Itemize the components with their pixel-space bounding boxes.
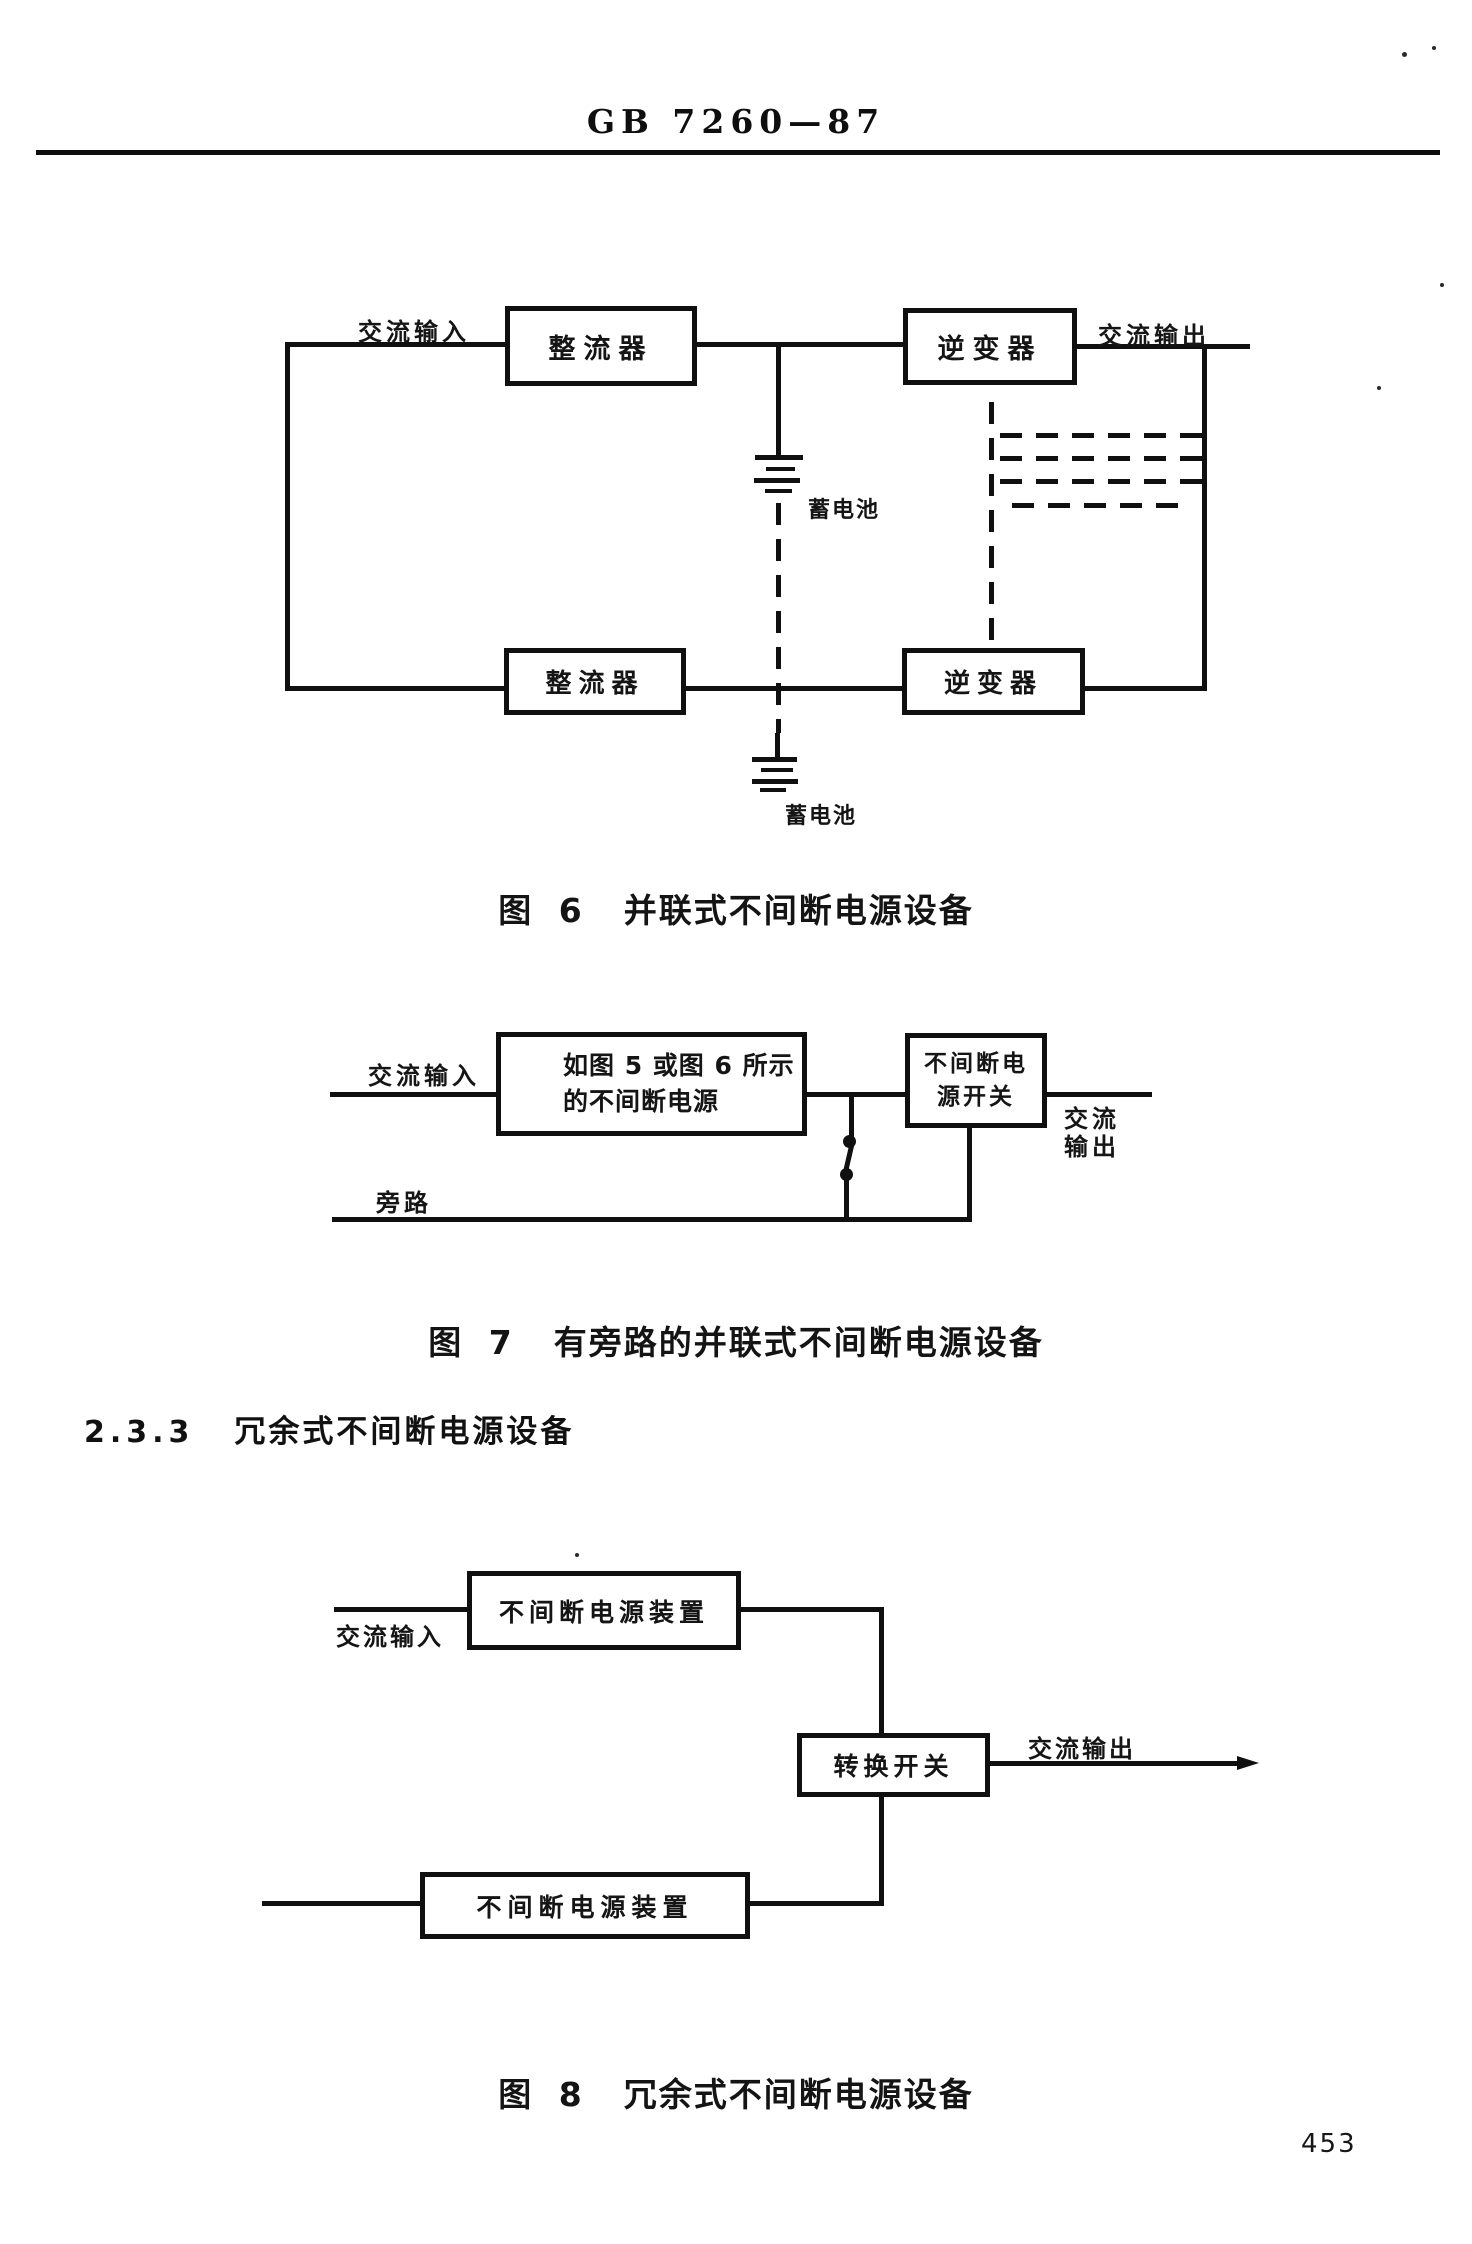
header-rule: [36, 150, 1440, 155]
wire: [776, 347, 781, 455]
ac-input-label: 交流输入: [358, 318, 470, 346]
ac-input-label: 交流输入: [336, 1623, 444, 1651]
wire: [285, 686, 504, 691]
ups-source-label-line2: 的不间断电源: [563, 1087, 720, 1116]
wire: [697, 342, 903, 347]
page-title: GB 7260—87: [586, 102, 886, 141]
wire: [775, 733, 780, 757]
arrowhead-icon: [1237, 1756, 1259, 1770]
wire: [741, 1607, 884, 1612]
wire: [967, 1128, 972, 1222]
inverter-bottom-box: 逆变器: [902, 648, 1085, 715]
transfer-switch-box: 转换开关: [797, 1733, 990, 1797]
ups-switch-box: 不间断电 源开关: [905, 1033, 1047, 1128]
scan-artifact-dot: [575, 1553, 579, 1557]
ups-switch-label-line2: 源开关: [937, 1083, 1015, 1110]
scan-artifact-dot: [1402, 52, 1407, 57]
wire: [844, 1178, 849, 1222]
dashed-wire: [1000, 479, 1206, 484]
wire: [879, 1607, 884, 1733]
ac-output-label-line1: 交流: [1064, 1105, 1120, 1133]
ac-input-label: 交流输入: [368, 1062, 480, 1090]
wire: [1202, 346, 1207, 689]
wire: [262, 1901, 420, 1906]
wire: [686, 686, 902, 691]
battery-icon: [754, 478, 800, 483]
rectifier-top-label: 整流器: [548, 333, 654, 365]
rectifier-bottom-label: 整流器: [545, 669, 645, 699]
figure6-caption: 图 6 并联式不间断电源设备: [0, 884, 1472, 932]
ups-source-label-line1: 如图 5 或图 6 所示: [563, 1051, 795, 1080]
dashed-wire: [989, 402, 994, 642]
wire: [879, 1797, 884, 1905]
section-number: 2.3.3: [84, 1415, 195, 1450]
wire: [849, 1095, 854, 1138]
ups-unit-top-box: 不间断电源装置: [467, 1571, 741, 1650]
figure7-caption-text: 有旁路的并联式不间断电源设备: [553, 1323, 1044, 1362]
battery-icon: [766, 467, 795, 471]
ups-switch-label-line1: 不间断电: [924, 1050, 1028, 1077]
inverter-bottom-label: 逆变器: [943, 669, 1043, 699]
wire: [1085, 686, 1207, 691]
wire: [750, 1901, 884, 1906]
battery-icon: [760, 788, 786, 792]
wire: [807, 1092, 905, 1097]
wire: [990, 1761, 1240, 1766]
figure6-caption-number: 图 6: [498, 891, 590, 930]
switch-contact-dot: [840, 1168, 853, 1181]
rectifier-top-box: 整流器: [505, 306, 697, 386]
wire: [330, 1092, 496, 1097]
figure8-caption-text: 冗余式不间断电源设备: [623, 2075, 974, 2114]
page-number: 453: [1301, 2129, 1357, 2159]
inverter-top-label: 逆变器: [937, 334, 1043, 365]
rectifier-bottom-box: 整流器: [504, 648, 686, 715]
wire: [334, 1607, 467, 1612]
transfer-switch-label: 转换开关: [833, 1752, 954, 1781]
scan-artifact-dot: [1432, 46, 1436, 50]
section-title: 冗余式不间断电源设备: [234, 1414, 575, 1450]
inverter-top-box: 逆变器: [903, 308, 1077, 385]
dashed-wire: [776, 503, 781, 733]
battery-top-label: 蓄电池: [808, 498, 881, 523]
figure7-caption-number: 图 7: [428, 1323, 520, 1362]
bypass-label: 旁路: [376, 1189, 432, 1217]
dashed-wire: [1012, 503, 1192, 508]
battery-icon: [761, 768, 793, 772]
bypass-wire: [332, 1217, 972, 1222]
wire: [1047, 1092, 1152, 1097]
ups-unit-bottom-box: 不间断电源装置: [420, 1872, 750, 1939]
scan-artifact-dot: [1377, 386, 1381, 390]
figure8-caption-number: 图 8: [498, 2075, 590, 2114]
switch-contact-dot: [843, 1135, 856, 1148]
battery-icon: [765, 489, 792, 493]
figure8-caption: 图 8 冗余式不间断电源设备: [0, 2068, 1472, 2116]
ac-output-label: 交流输出: [1098, 322, 1210, 350]
battery-icon: [755, 455, 803, 460]
battery-icon: [752, 779, 798, 784]
figure7-caption: 图 7 有旁路的并联式不间断电源设备: [0, 1316, 1472, 1364]
battery-icon: [752, 757, 797, 762]
scan-artifact-dot: [1440, 283, 1444, 287]
wire: [285, 342, 290, 691]
battery-bottom-label: 蓄电池: [785, 804, 858, 829]
figure6-caption-text: 并联式不间断电源设备: [623, 891, 974, 930]
wire: [285, 342, 505, 347]
wire: [1077, 344, 1250, 349]
ac-output-label-line2: 输出: [1064, 1133, 1120, 1161]
dashed-wire: [1000, 456, 1206, 461]
ac-output-label: 交流输出: [1028, 1735, 1136, 1763]
ups-unit-bottom-label: 不间断电源装置: [476, 1892, 694, 1922]
section-heading-2-3-3: 2.3.3 冗余式不间断电源设备: [84, 1406, 574, 1451]
ups-unit-top-label: 不间断电源装置: [498, 1597, 709, 1627]
ups-source-box: 如图 5 或图 6 所示 的不间断电源: [496, 1032, 807, 1136]
dashed-wire: [1000, 433, 1206, 438]
